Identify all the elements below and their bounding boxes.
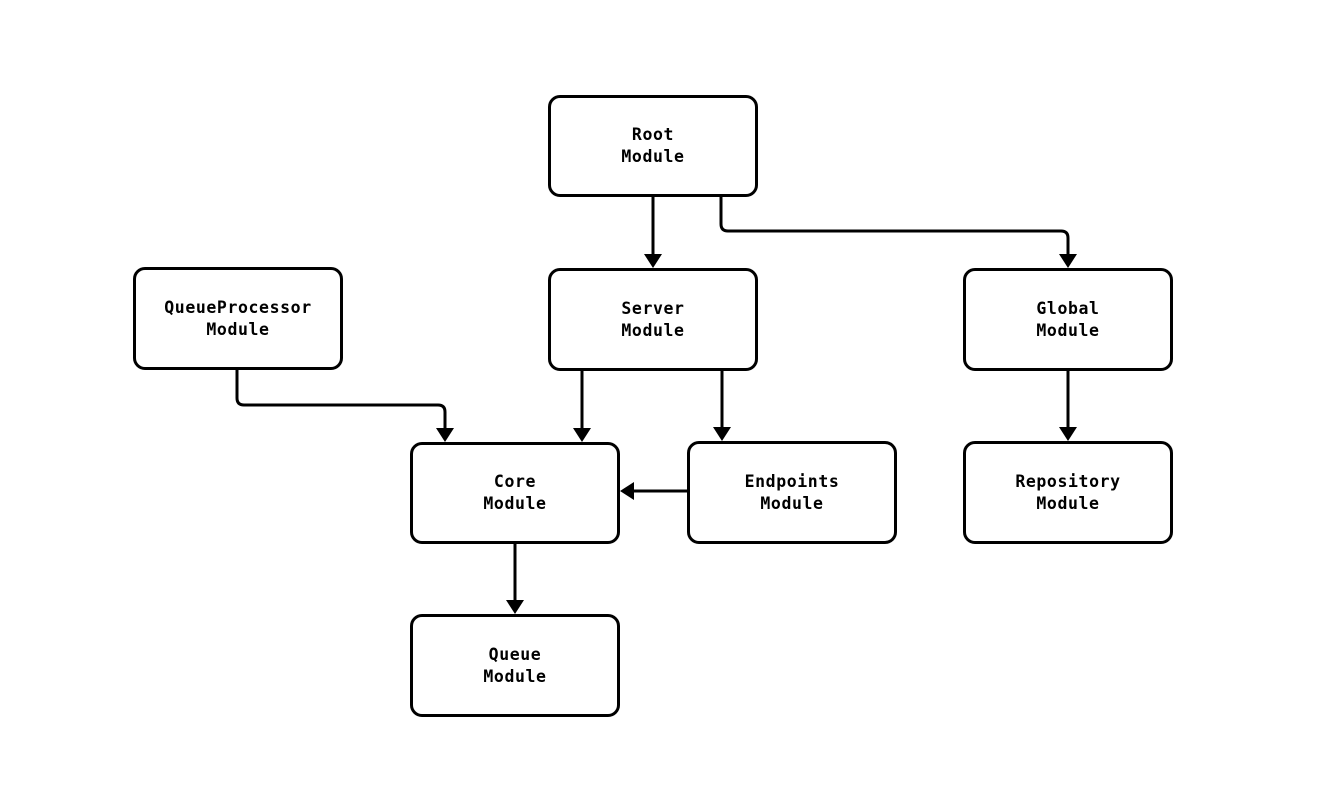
node-queue-module-line2: Module xyxy=(483,666,547,686)
arrowhead-root-to-server xyxy=(644,254,662,268)
node-repository-module-line2: Module xyxy=(1036,493,1100,513)
node-root-module-line2: Module xyxy=(621,147,685,166)
node-core-module-line2: Module xyxy=(483,494,547,513)
arrowhead-root-to-global xyxy=(1059,254,1077,268)
node-global-module-line1: Global xyxy=(1036,298,1100,318)
arrowhead-core-to-queue xyxy=(506,600,524,614)
node-root-module-line1: Root xyxy=(631,125,675,144)
arrowhead-global-to-repository xyxy=(1059,427,1077,441)
arrowhead-queueprocessor-to-core xyxy=(436,428,454,442)
node-global-module-line2: Module xyxy=(1036,320,1100,340)
node-queueprocessor-module-line1: QueueProcessor xyxy=(164,297,312,317)
node-server-module-line1: Server xyxy=(621,298,685,318)
node-endpoints-module[interactable]: Endpoints Module xyxy=(687,441,897,544)
node-global-module[interactable]: Global Module xyxy=(963,268,1173,371)
edge-root-to-global xyxy=(719,197,1070,258)
node-core-module-line1: Core xyxy=(493,472,537,491)
node-endpoints-module-line2: Module xyxy=(760,493,824,513)
arrowhead-server-to-endpoints xyxy=(713,427,731,441)
node-queue-module[interactable]: Queue Module xyxy=(410,614,620,717)
node-server-module[interactable]: Server Module xyxy=(548,268,758,371)
node-repository-module[interactable]: Repository Module xyxy=(963,441,1173,544)
node-server-module-line2: Module xyxy=(621,320,685,340)
node-queueprocessor-module[interactable]: QueueProcessor Module xyxy=(133,267,343,370)
node-queueprocessor-module-line2: Module xyxy=(206,319,270,339)
node-endpoints-module-line1: Endpoints xyxy=(744,471,840,491)
arrowhead-server-to-core xyxy=(573,428,591,442)
node-queue-module-line1: Queue xyxy=(488,644,542,664)
edge-queueprocessor-to-core xyxy=(235,370,447,432)
arrowhead-endpoints-to-core xyxy=(620,482,634,500)
node-root-module[interactable]: Root Module xyxy=(548,95,758,197)
node-repository-module-line1: Repository xyxy=(1015,471,1121,491)
node-core-module[interactable]: Core Module xyxy=(410,442,620,544)
